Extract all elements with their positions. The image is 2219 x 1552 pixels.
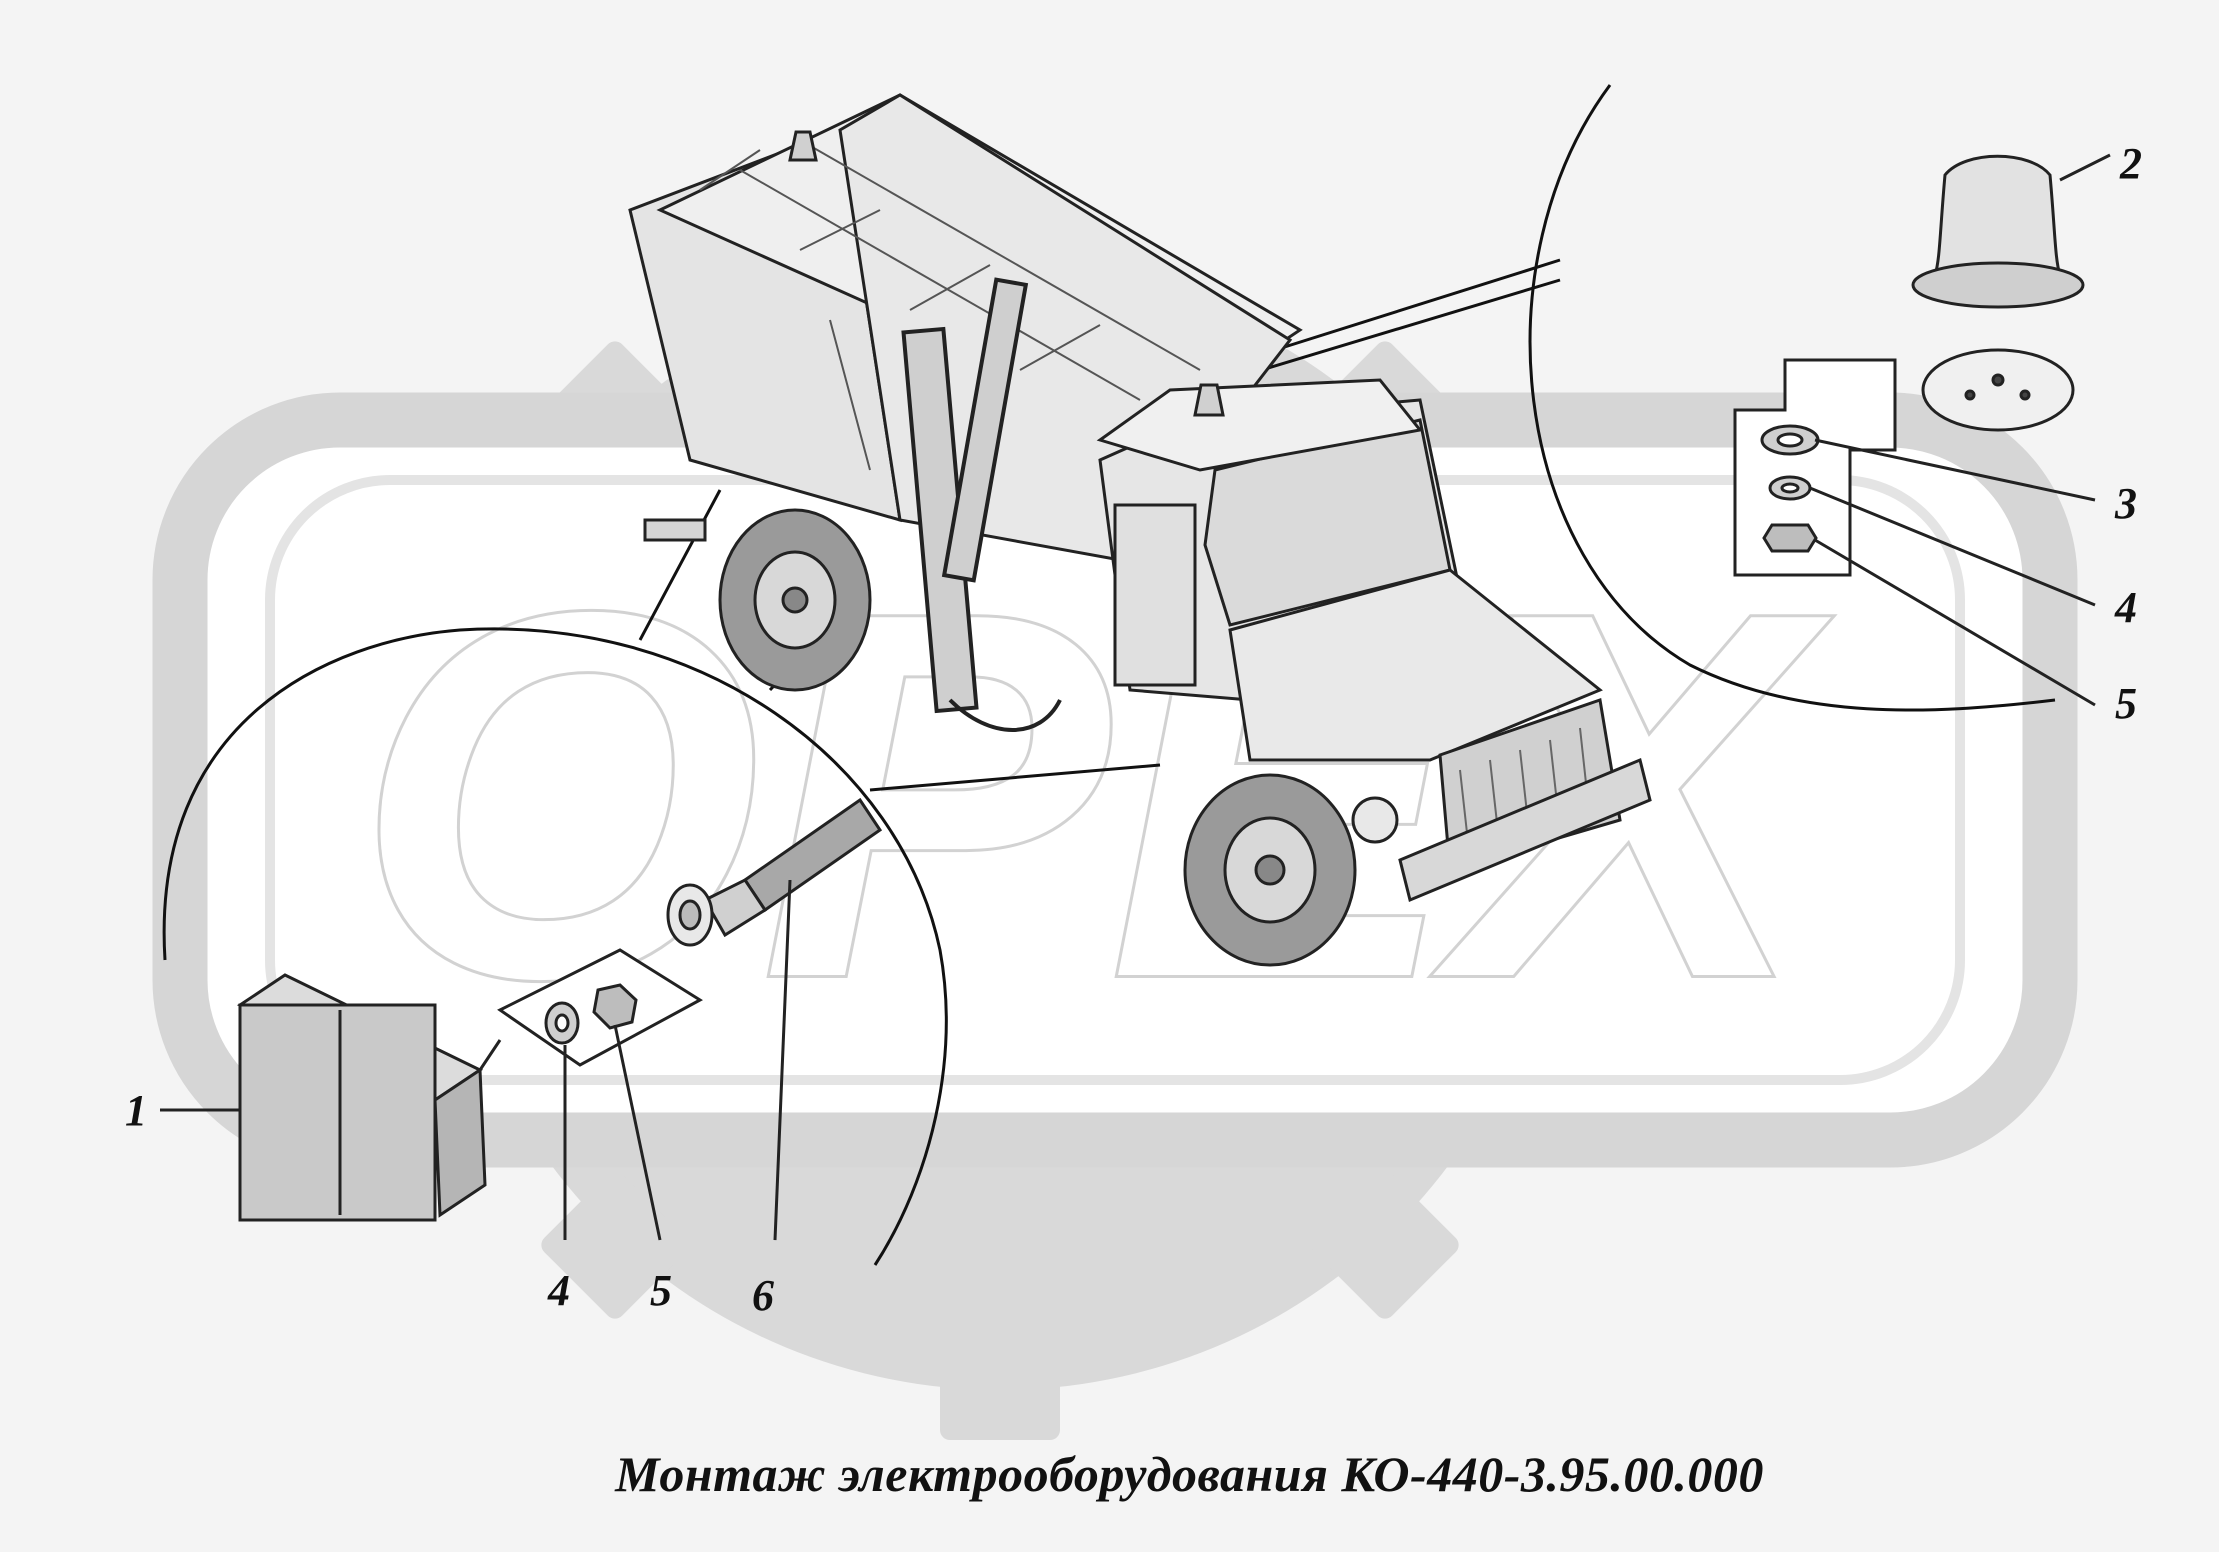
garbage-truck — [628, 93, 1652, 967]
callout-6: 6 — [752, 1271, 774, 1320]
detail-circle-right — [1528, 84, 2056, 712]
truck-bumper — [1398, 757, 1652, 903]
callout-4-left: 4 — [547, 1266, 570, 1315]
truck-door — [1113, 503, 1197, 687]
truck-hood — [1228, 568, 1603, 762]
callout-3: 3 — [2114, 479, 2137, 528]
truck-windshield — [1203, 418, 1452, 627]
part-grommet — [666, 797, 883, 1241]
part-rear-lamp — [160, 973, 487, 1222]
truck-cab-roof — [1096, 378, 1423, 472]
part-hardware-left — [478, 948, 703, 1241]
callout-labels: 1 2 3 4 5 4 5 6 — [125, 139, 2142, 1320]
lift-mechanism — [901, 277, 1062, 732]
leader-left-c — [869, 763, 1161, 792]
part-hardware-right — [1733, 358, 2096, 707]
leader-right-top — [1274, 258, 1561, 352]
truck-rear-wheel — [718, 508, 872, 692]
leader-right-bottom — [1244, 278, 1561, 377]
callout-5-left: 5 — [650, 1266, 672, 1315]
truck-front-wheel — [1183, 773, 1357, 967]
callout-5-right: 5 — [2115, 679, 2137, 728]
truck-beacon-rear — [788, 130, 818, 162]
part-beacon — [1911, 153, 2111, 432]
callout-1: 1 — [125, 1086, 147, 1135]
callout-4-right: 4 — [2114, 583, 2137, 632]
callout-2: 2 — [2119, 139, 2142, 188]
truck-beacon-front — [1193, 383, 1225, 417]
detail-circle-left — [162, 627, 948, 1266]
truck-headlight — [1351, 796, 1399, 844]
leader-left-a — [638, 489, 722, 641]
diagram-caption: Монтаж электрооборудования КО-440-3.95.0… — [615, 1446, 1764, 1502]
